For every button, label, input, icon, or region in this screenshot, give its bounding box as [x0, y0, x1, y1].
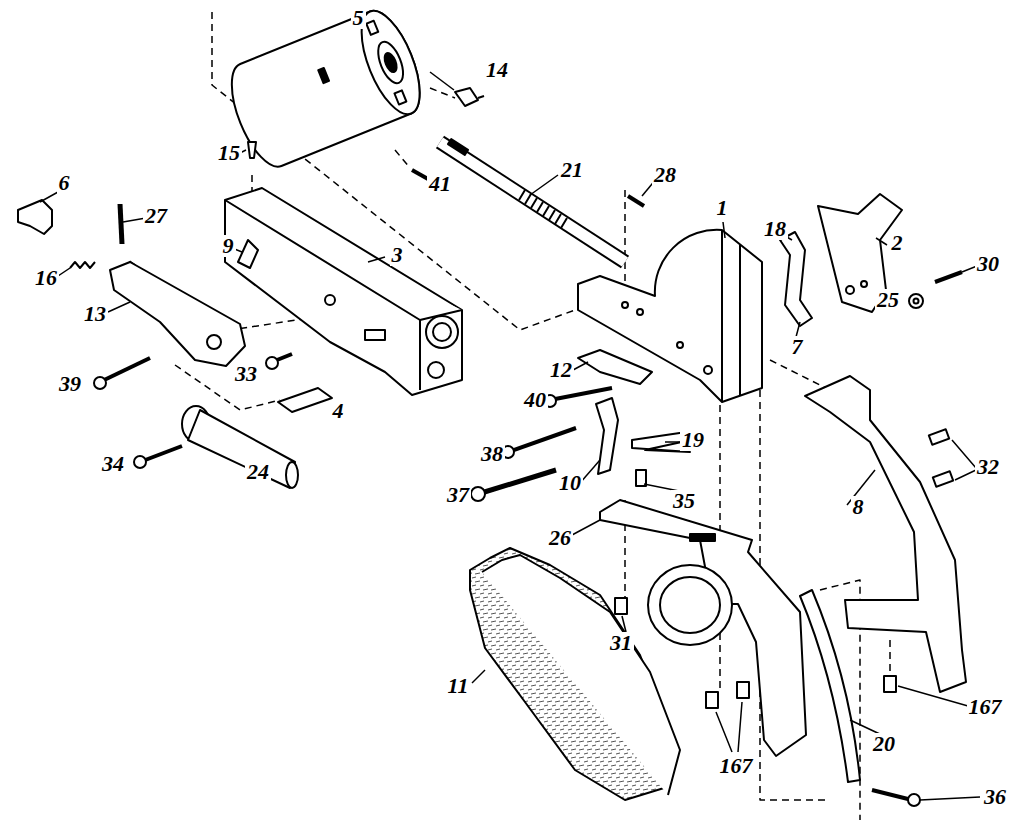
- callout-number: 37: [445, 484, 471, 506]
- callout-number: 16: [33, 267, 59, 289]
- callout-number: 10: [557, 472, 583, 494]
- callout-number: 27: [143, 205, 169, 227]
- callout-number: 15: [216, 142, 242, 164]
- callout-number: 25: [875, 289, 901, 311]
- callout-number: 11: [446, 675, 471, 697]
- callout-number: 36: [982, 786, 1008, 808]
- callout-number: 167: [967, 696, 1004, 718]
- callout-number: 5: [351, 7, 366, 29]
- callout-number: 33: [233, 363, 259, 385]
- callout-number: 32: [975, 456, 1001, 478]
- callout-number: 18: [762, 218, 788, 240]
- callout-number: 38: [479, 443, 505, 465]
- callout-number: 21: [559, 159, 585, 181]
- callout-number: 28: [652, 164, 678, 186]
- callout-number: 3: [390, 244, 405, 266]
- callout-number: 167: [718, 755, 755, 777]
- callout-number: 1: [715, 197, 730, 219]
- callout-number: 30: [975, 253, 1001, 275]
- callout-number: 2: [890, 232, 905, 254]
- callout-number: 39: [57, 373, 83, 395]
- callout-number: 12: [548, 359, 574, 381]
- callout-number: 40: [522, 389, 548, 411]
- callout-number: 26: [547, 527, 573, 549]
- callout-number: 8: [851, 496, 866, 518]
- callout-number: 14: [484, 59, 510, 81]
- callout-number: 41: [427, 173, 453, 195]
- callout-number: 35: [671, 490, 697, 512]
- callout-number: 9: [221, 235, 236, 257]
- callout-number: 34: [100, 453, 126, 475]
- callout-number: 7: [790, 336, 805, 358]
- callout-number: 13: [82, 303, 108, 325]
- callout-number: 24: [245, 461, 271, 483]
- callout-number: 19: [680, 429, 706, 451]
- callout-number: 6: [57, 172, 72, 194]
- callout-number: 31: [608, 632, 634, 654]
- callout-number: 20: [871, 733, 897, 755]
- callout-number: 4: [331, 400, 346, 422]
